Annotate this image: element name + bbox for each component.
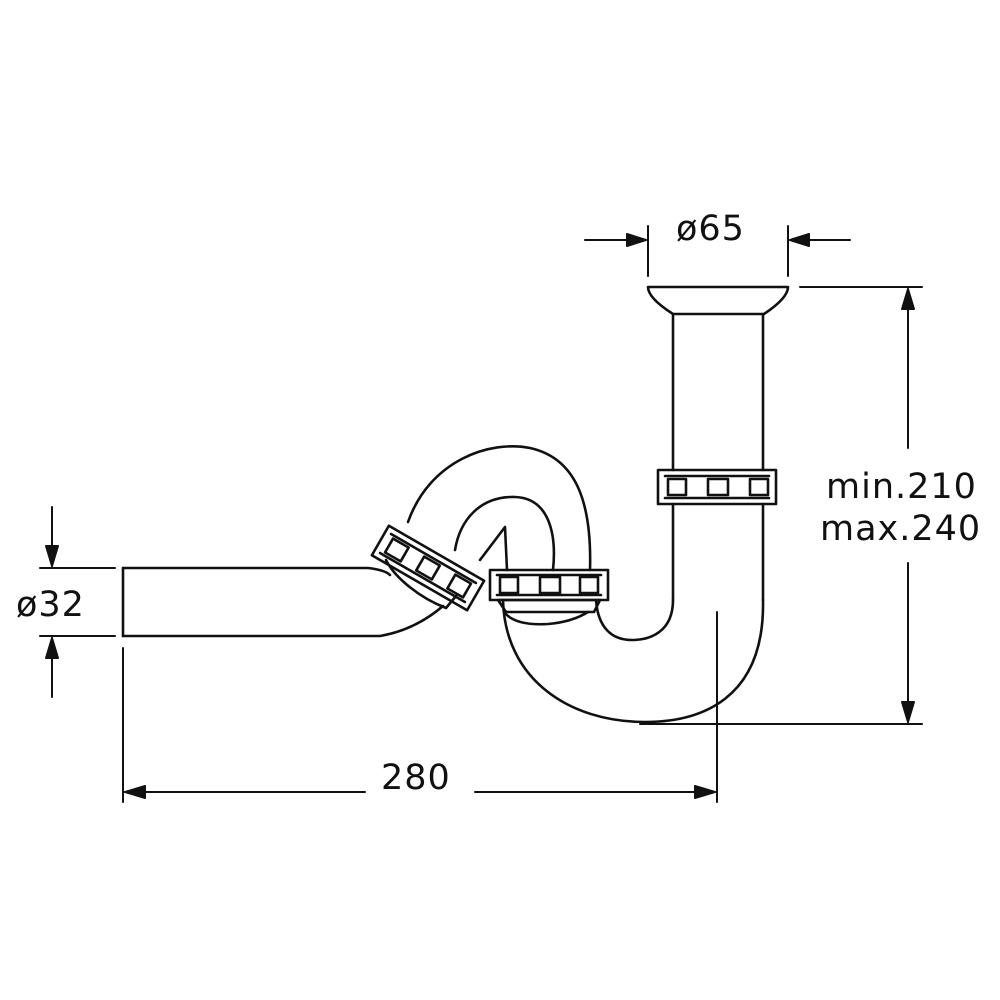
vertical-pipe-nut — [656, 468, 778, 506]
dim-top-diameter — [584, 225, 851, 277]
u-bend-nut — [488, 568, 610, 626]
horizontal-outlet-pipe — [121, 566, 445, 638]
outlet-nut — [370, 524, 486, 612]
height-max-label: max.240 — [820, 509, 982, 549]
u-bend — [501, 598, 765, 724]
dim-bottom-length — [122, 611, 718, 803]
left-diameter-label: ø32 — [16, 585, 85, 625]
height-min-label: min.210 — [826, 467, 977, 507]
tailpiece-flange — [646, 285, 790, 316]
top-diameter-label: ø65 — [676, 209, 745, 249]
upper-bend — [406, 445, 592, 572]
dim-right-height — [639, 286, 923, 725]
vertical-pipe — [671, 312, 765, 602]
bottom-length-label: 280 — [381, 758, 451, 798]
dim-left-diameter — [39, 506, 116, 698]
outlet-nut-collar — [384, 558, 458, 610]
